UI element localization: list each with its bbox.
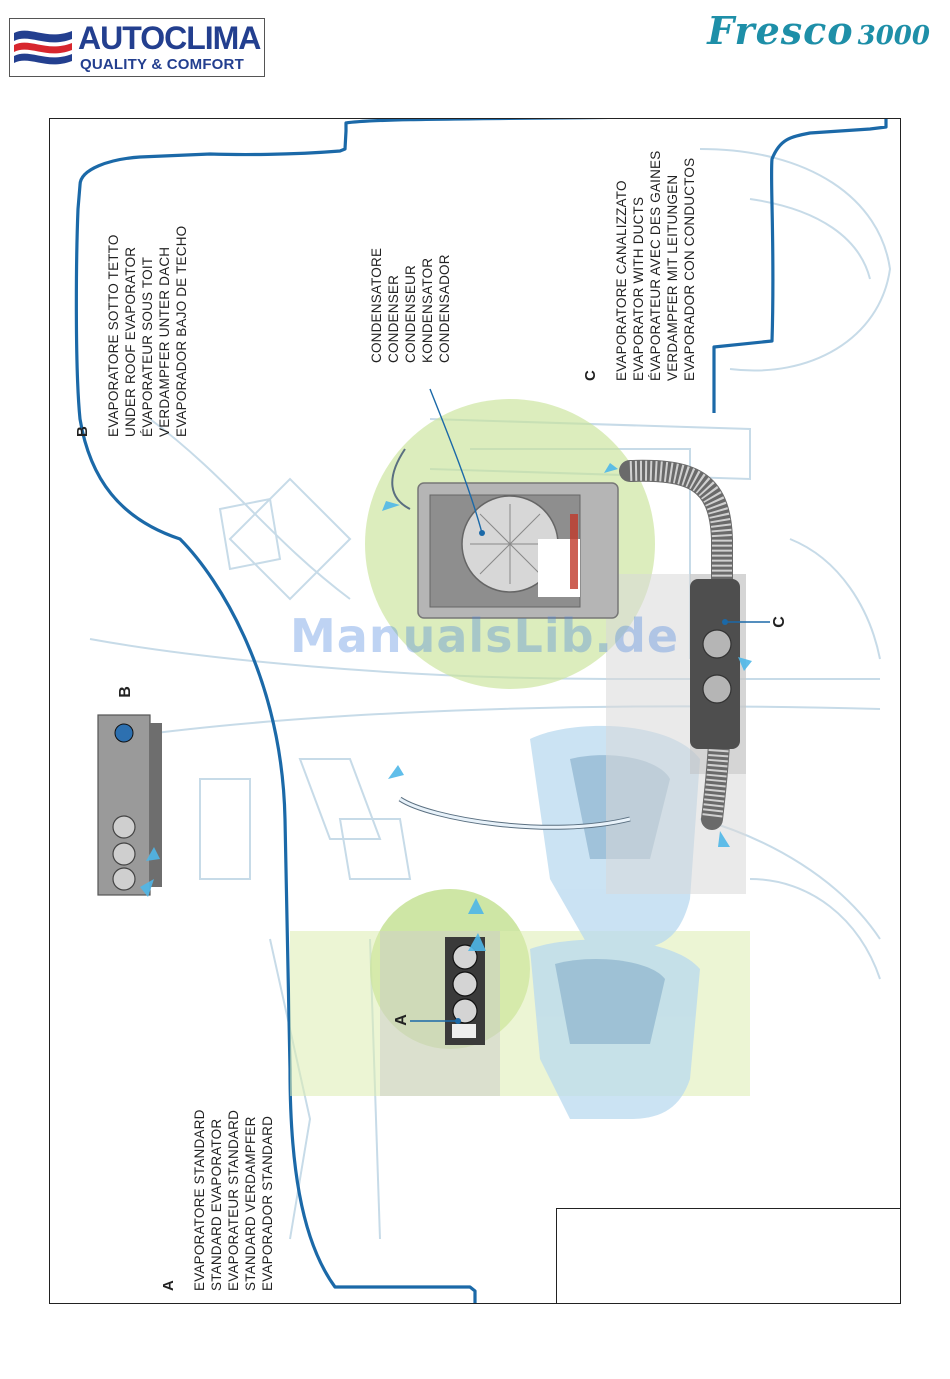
label-line: VERDAMPFER UNTER DACH	[157, 246, 172, 437]
label-letter-a: A	[160, 1280, 177, 1291]
label-letter-b: B	[74, 426, 91, 437]
label-line: EVAPORATORE SOTTO TETTO	[106, 234, 121, 437]
label-standard-evaporator: A EVAPORATORE STANDARD STANDARD EVAPORAT…	[160, 1109, 276, 1291]
model-name: Fresco	[707, 8, 854, 53]
label-line: CONDENSADOR	[437, 254, 452, 363]
label-line: VERDAMPFER MIT LEITUNGEN	[665, 174, 680, 381]
label-line: EVAPORATEUR STANDARD	[226, 1109, 241, 1291]
installation-diagram: ManualsLib.de A EVAPORATORE STANDARD STA…	[49, 118, 901, 1304]
label-line: KONDENSATOR	[420, 257, 435, 363]
label-line: CONDENSATORE	[369, 247, 384, 363]
label-line: UNDER ROOF EVAPORATOR	[123, 246, 138, 437]
brand-logo: AUTOCLIMA QUALITY & COMFORT	[9, 18, 265, 77]
callout-b: B	[116, 686, 134, 698]
label-line: EVAPORATOR WITH DUCTS	[631, 196, 646, 381]
bus-cutaway-illustration	[74, 119, 892, 1303]
label-line: ÉVAPORATEUR AVEC DES GAINES	[648, 150, 663, 381]
label-under-roof-evaporator: B EVAPORATORE SOTTO TETTO UNDER ROOF EVA…	[74, 226, 190, 437]
brand-name: AUTOCLIMA	[78, 20, 261, 56]
watermark: ManualsLib.de	[290, 609, 680, 663]
label-letter-c: C	[582, 370, 599, 381]
label-line: ÉVAPORATEUR SOUS TOIT	[140, 256, 155, 437]
label-line: EVAPORADOR CON CONDUCTOS	[682, 157, 697, 381]
callout-a: A	[392, 1014, 410, 1026]
model-number: 3000	[857, 21, 930, 51]
label-line: EVAPORATORE CANALIZZATO	[614, 180, 629, 381]
brand-tagline: QUALITY & COMFORT	[80, 56, 244, 73]
blank-info-box	[556, 1208, 900, 1303]
label-condenser: CONDENSATORE CONDENSER CONDENSEUR KONDEN…	[368, 248, 453, 363]
label-line: EVAPORADOR BAJO DE TECHO	[174, 225, 189, 437]
flag-stripes-icon	[14, 30, 72, 65]
label-ducted-evaporator: C EVAPORATORE CANALIZZATO EVAPORATOR WIT…	[582, 151, 698, 381]
label-line: STANDARD EVAPORATOR	[209, 1118, 224, 1291]
label-line: EVAPORADOR STANDARD	[260, 1115, 275, 1291]
label-line: CONDENSEUR	[403, 264, 418, 363]
label-line: EVAPORATORE STANDARD	[192, 1109, 207, 1291]
label-line: STANDARD VERDAMPFER	[243, 1116, 258, 1291]
callout-c: C	[770, 616, 788, 628]
label-line: CONDENSER	[386, 274, 401, 363]
